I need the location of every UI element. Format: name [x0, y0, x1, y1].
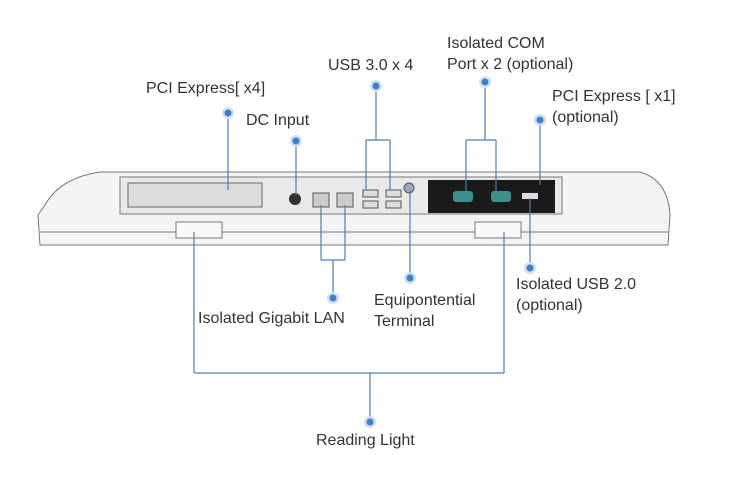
label-pcie-x1-line2: (optional): [552, 109, 619, 126]
device-body: [37, 171, 671, 246]
label-equip-line2: Terminal: [374, 313, 435, 330]
equipotential-terminal: [403, 182, 415, 194]
label-com: Isolated COM Port x 2 (optional): [447, 33, 573, 75]
com-port-1: [453, 191, 473, 202]
com-port-2: [491, 191, 511, 202]
leader-lines: [193, 82, 541, 422]
label-pcie-x1: PCI Express [ x1] (optional): [552, 86, 676, 128]
lan-port-2: [336, 192, 354, 208]
label-reading-light: Reading Light: [316, 432, 415, 449]
label-com-line2: Port x 2 (optional): [447, 56, 574, 73]
usb30-ports: [362, 189, 402, 209]
label-pcie-x4: PCI Express[ x4]: [146, 80, 266, 97]
label-usb20-line1: Isolated USB 2.0: [516, 276, 637, 293]
label-usb30: USB 3.0 x 4: [328, 57, 414, 74]
label-equip-line1: Equipontential: [374, 292, 476, 309]
dc-port: [289, 193, 301, 205]
callout-dots: [222, 76, 546, 428]
label-com-line1: Isolated COM: [447, 35, 545, 52]
label-pcie-x1-line1: PCI Express [ x1]: [552, 88, 676, 105]
usb20-port: [522, 193, 538, 199]
lan-port-1: [312, 192, 330, 208]
label-dc-input: DC Input: [246, 112, 310, 129]
label-lan: Isolated Gigabit LAN: [198, 310, 345, 327]
label-usb20-line2: (optional): [516, 297, 583, 314]
label-usb20: Isolated USB 2.0 (optional): [516, 274, 636, 316]
label-equipotential: Equipontential Terminal: [374, 290, 475, 332]
